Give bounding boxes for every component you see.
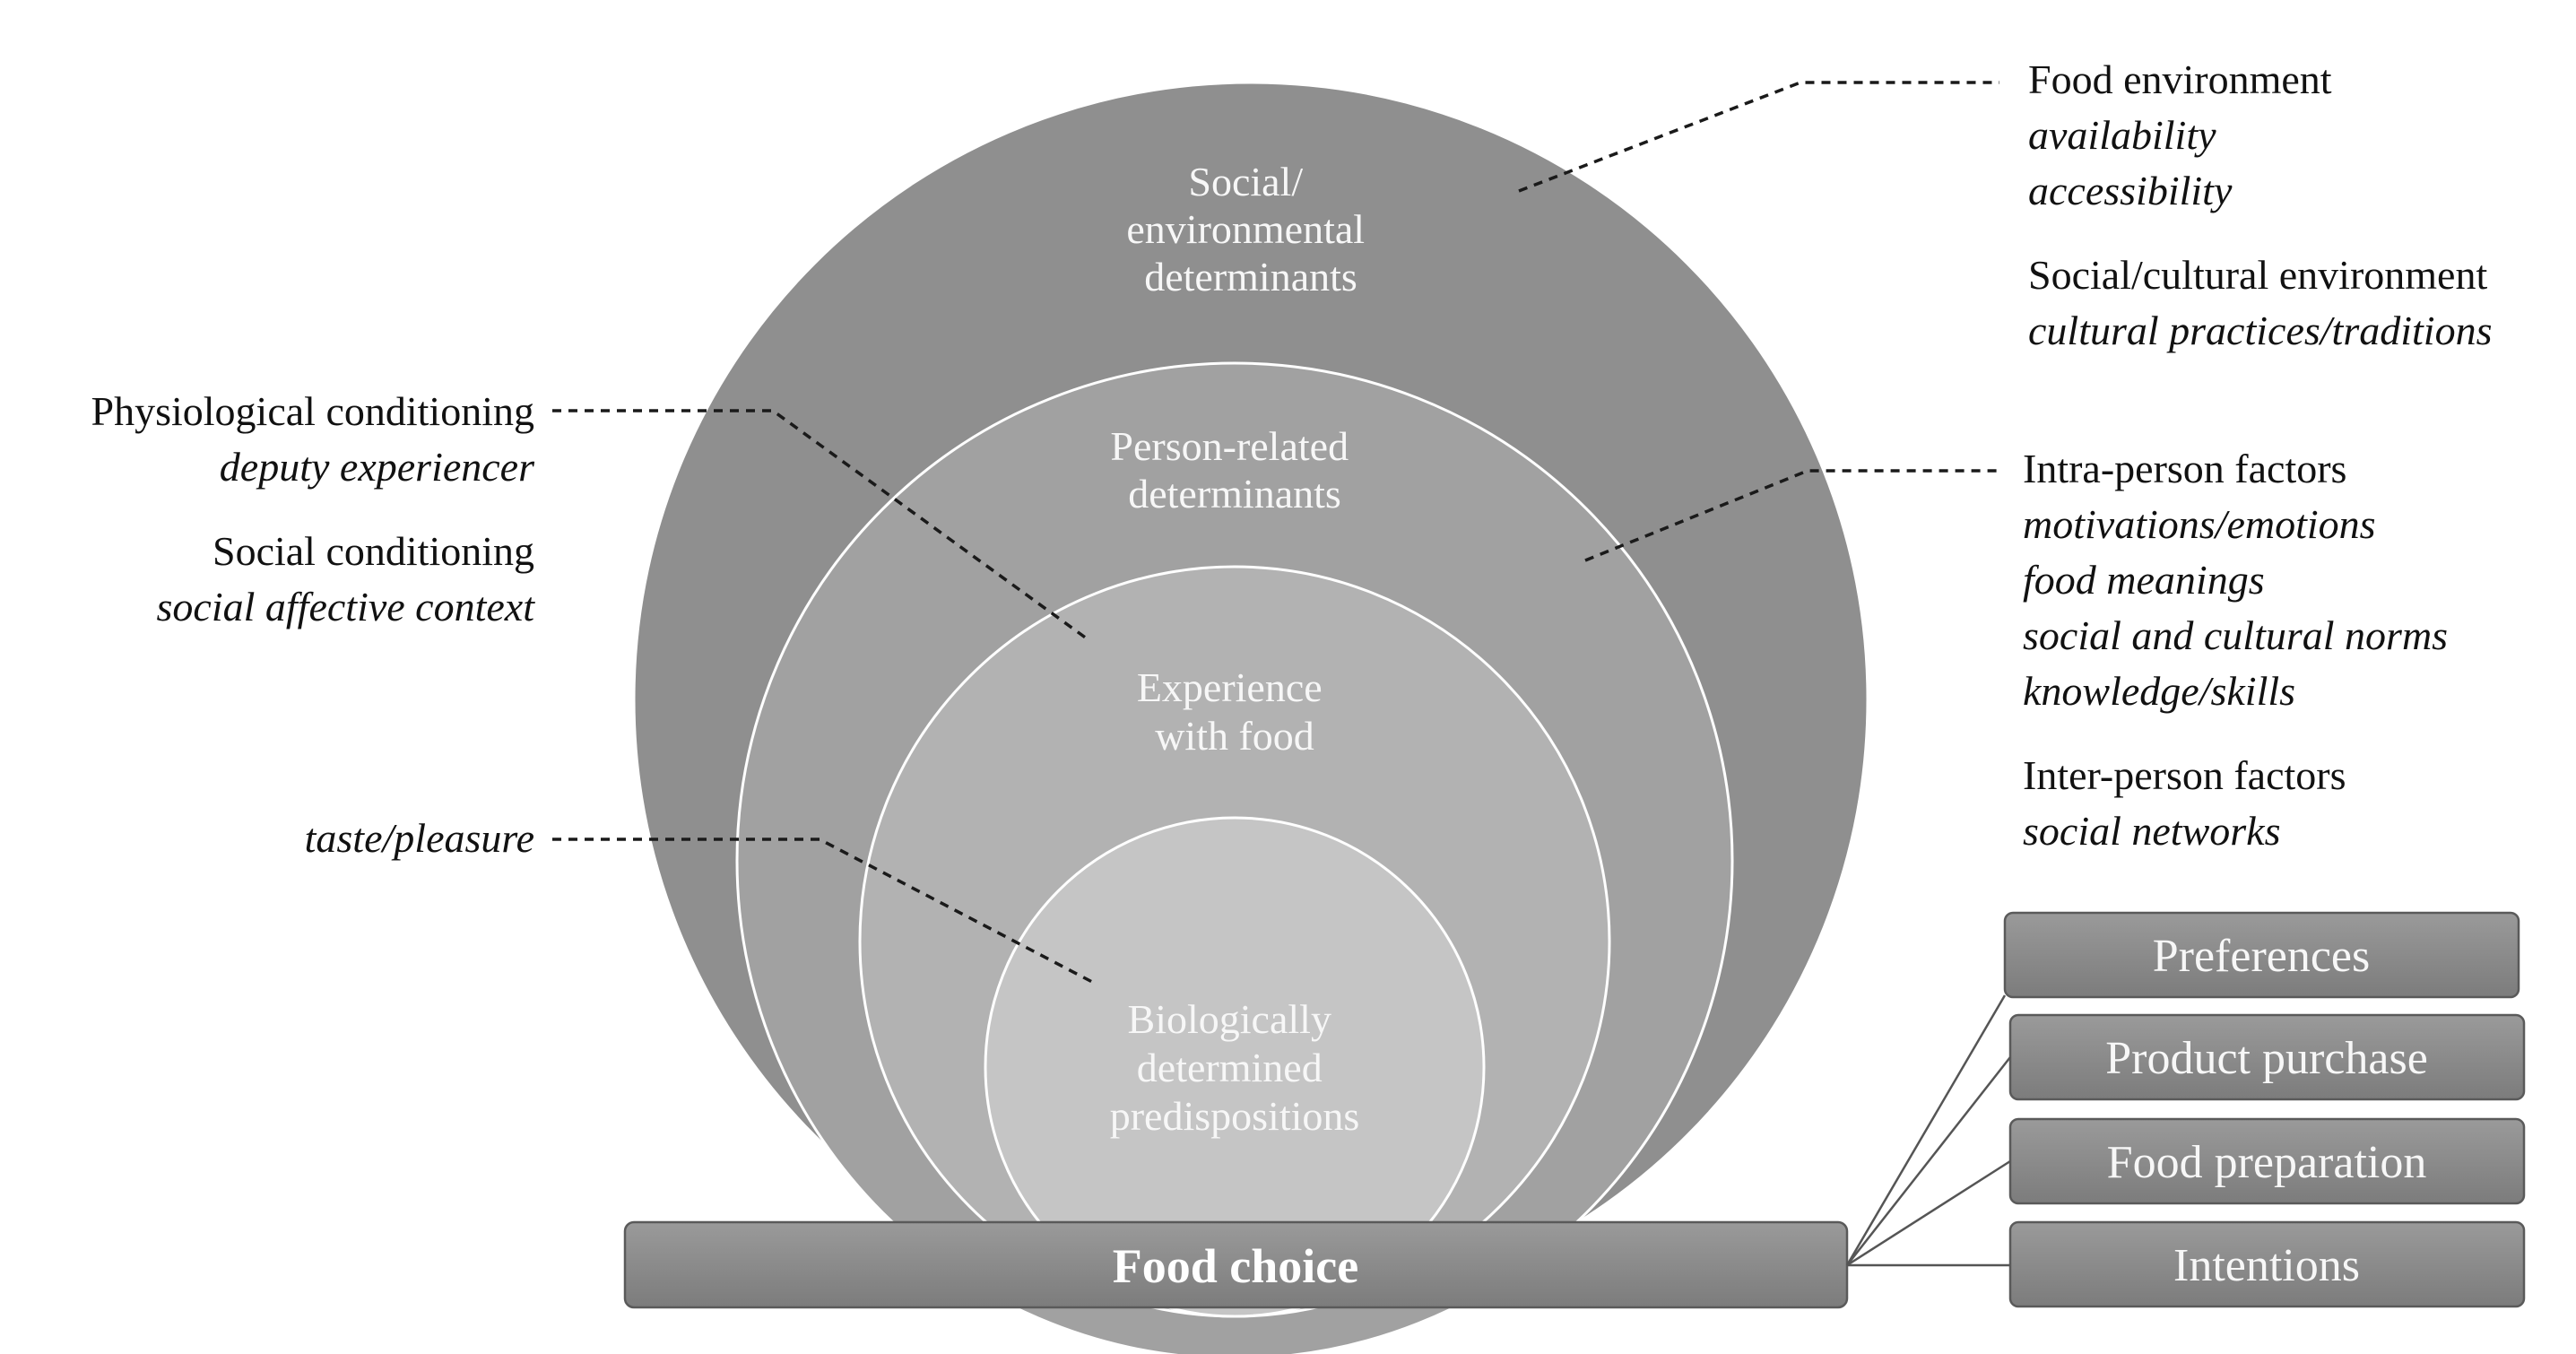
- annotation-social-conditioning-title: Social conditioning: [212, 528, 534, 574]
- connector-food-preparation: [1846, 1159, 2011, 1267]
- outcome-label-food-preparation: Food preparation: [2107, 1137, 2427, 1188]
- annotation-motivations-emotions: motivations/emotions: [2023, 501, 2376, 547]
- outer-circle-label: Social/ environmental determinants: [1126, 159, 1375, 299]
- annotation-intra-person-title: Intra-person factors: [2023, 446, 2346, 491]
- second-circle-label-line: determinants: [1128, 471, 1341, 516]
- food-choice-label: Food choice: [1113, 1239, 1358, 1293]
- annotation-inter-person-title: Inter-person factors: [2023, 752, 2346, 798]
- inner-circle-label-line: Biologically: [1128, 996, 1331, 1042]
- annotation-social-cultural-environment-title: Social/cultural environment: [2028, 252, 2487, 298]
- outer-circle-label-line: determinants: [1144, 254, 1357, 299]
- annotation-physiological-conditioning-title: Physiological conditioning: [91, 388, 534, 434]
- outcome-box-preferences: [2003, 911, 2520, 999]
- annotation-deputy-experiencer: deputy experiencer: [220, 444, 535, 490]
- outer-circle-label-line: environmental: [1126, 206, 1365, 252]
- annotation-social-cultural-norms: social and cultural norms: [2023, 612, 2448, 658]
- annotation-social-networks: social networks: [2023, 808, 2280, 854]
- annotation-cultural-practices: cultural practices/traditions: [2028, 308, 2492, 353]
- third-circle-label: Experience with food: [1137, 664, 1332, 759]
- leader-line-experience: [552, 409, 1092, 643]
- annotation-availability: availability: [2028, 112, 2216, 158]
- second-circle-label-line: Person-related: [1110, 423, 1349, 469]
- leader-line-environment: [1518, 81, 1999, 193]
- third-circle-label-line: Experience: [1137, 664, 1323, 710]
- second-circle-label: Person-related determinants: [1110, 423, 1358, 516]
- outcome-label-product-purchase: Product purchase: [2105, 1033, 2428, 1084]
- inner-circle-label-line: determined: [1137, 1045, 1323, 1090]
- outcome-label-preferences: Preferences: [2153, 931, 2371, 982]
- inner-circle-label: Biologically determined predispositions: [1110, 996, 1360, 1139]
- annotation-food-meanings: food meanings: [2023, 557, 2265, 603]
- third-circle-label-line: with food: [1155, 713, 1314, 759]
- annotation-social-affective-context: social affective context: [157, 584, 536, 629]
- outer-circle-label-line: Social/: [1188, 159, 1303, 204]
- connector-product-purchase: [1846, 1056, 2011, 1266]
- annotation-accessibility: accessibility: [2028, 168, 2233, 213]
- annotation-knowledge-skills: knowledge/skills: [2023, 668, 2295, 714]
- inner-circle-label-line: predispositions: [1110, 1093, 1360, 1139]
- annotation-food-environment-title: Food environment: [2028, 56, 2332, 102]
- outcome-label-intentions: Intentions: [2173, 1240, 2360, 1291]
- leader-line-biology: [552, 838, 1093, 984]
- connector-preferences: [1845, 994, 2007, 1266]
- inner-circle-biological: [984, 816, 1486, 1318]
- annotation-taste-pleasure: taste/pleasure: [305, 815, 534, 861]
